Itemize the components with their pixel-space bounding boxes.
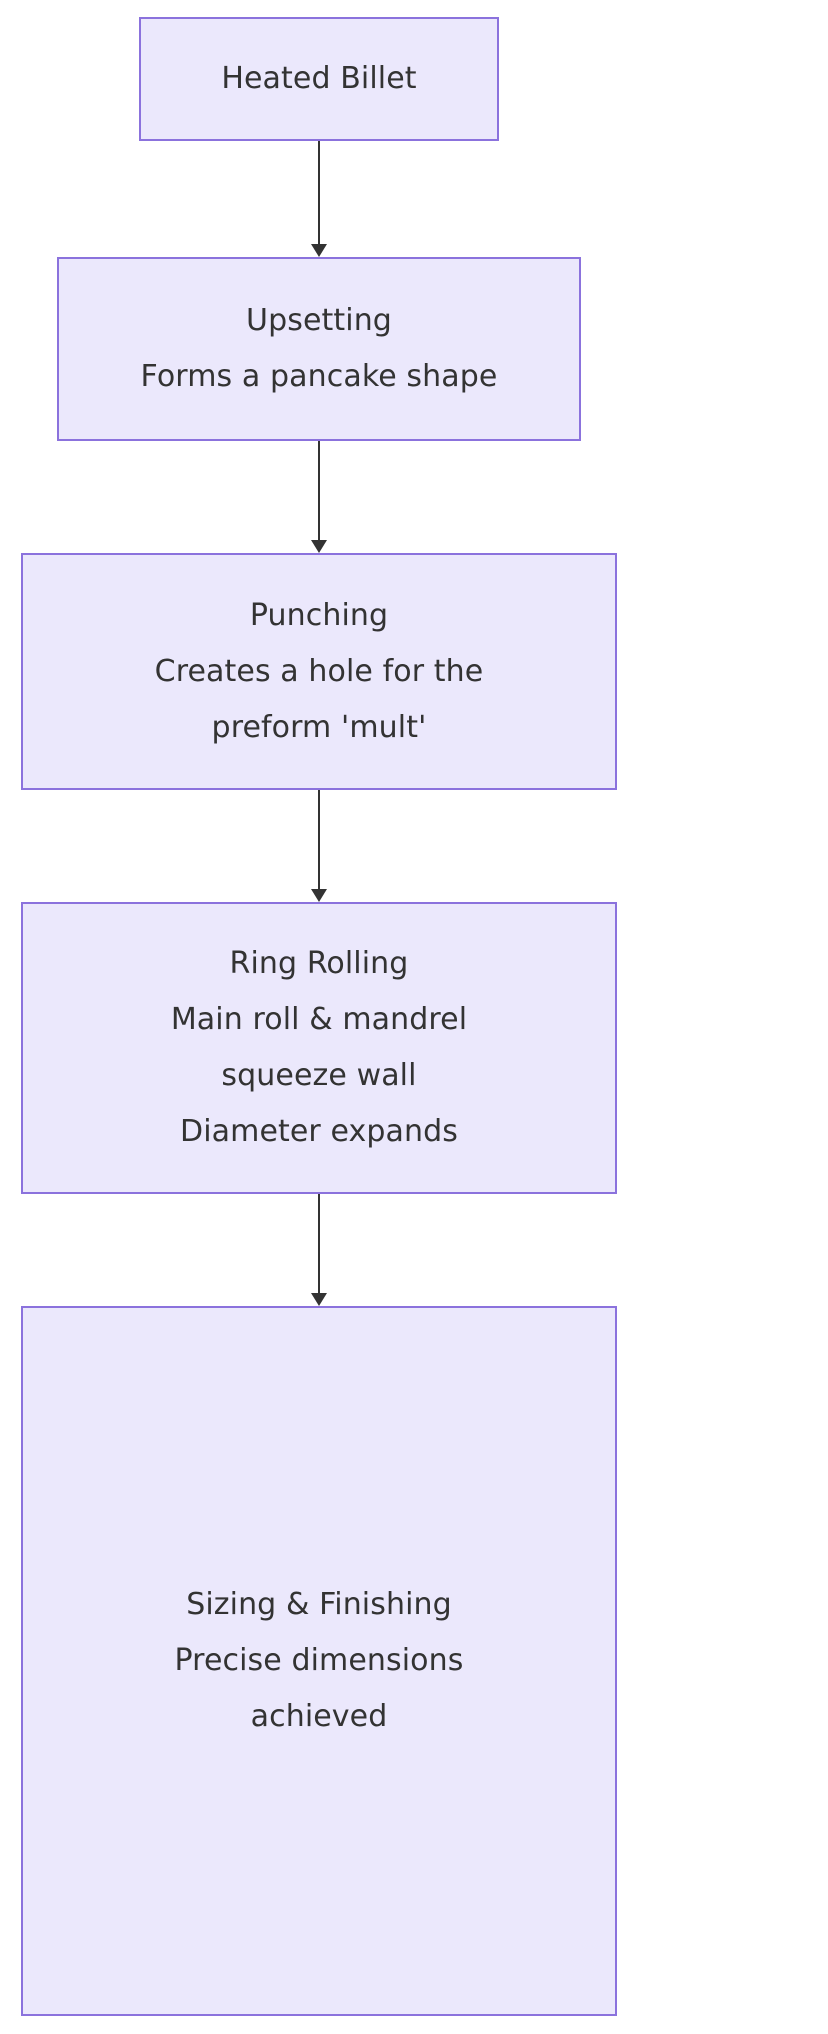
node-label-line: Creates a hole for the bbox=[154, 653, 484, 689]
arrow-down-icon bbox=[311, 889, 327, 902]
node-label-line: Main roll & mandrel bbox=[170, 1002, 468, 1037]
edge-line bbox=[318, 790, 320, 889]
flowchart-node-punching[interactable]: Punching Creates a hole for the preform … bbox=[21, 553, 617, 790]
arrow-down-icon bbox=[311, 1293, 327, 1306]
node-label-line: preform 'mult' bbox=[211, 709, 427, 745]
node-label-line: Sizing & Finishing bbox=[186, 1587, 452, 1622]
edge-line bbox=[318, 441, 320, 540]
edge-line bbox=[318, 1194, 320, 1293]
flowchart-node-ring-rolling[interactable]: Ring Rolling Main roll & mandrel squeeze… bbox=[21, 902, 617, 1194]
node-label-line: Ring Rolling bbox=[229, 946, 409, 981]
flowchart-node-upsetting[interactable]: Upsetting Forms a pancake shape bbox=[57, 257, 581, 441]
edge-line bbox=[318, 141, 320, 244]
node-label-line: Diameter expands bbox=[180, 1114, 458, 1149]
node-label-line: Forms a pancake shape bbox=[140, 359, 498, 394]
node-label-line: Upsetting bbox=[246, 303, 392, 338]
node-label-line: Precise dimensions bbox=[174, 1643, 464, 1678]
arrow-down-icon bbox=[311, 540, 327, 553]
arrow-down-icon bbox=[311, 244, 327, 257]
flowchart-node-heated-billet[interactable]: Heated Billet bbox=[139, 17, 499, 141]
flowchart-node-sizing-finishing[interactable]: Sizing & Finishing Precise dimensions ac… bbox=[21, 1306, 617, 2016]
node-label-line: achieved bbox=[250, 1699, 388, 1734]
node-label-line: Punching bbox=[249, 597, 389, 633]
node-label-line: Heated Billet bbox=[221, 61, 417, 96]
node-label-line: squeeze wall bbox=[221, 1058, 417, 1093]
